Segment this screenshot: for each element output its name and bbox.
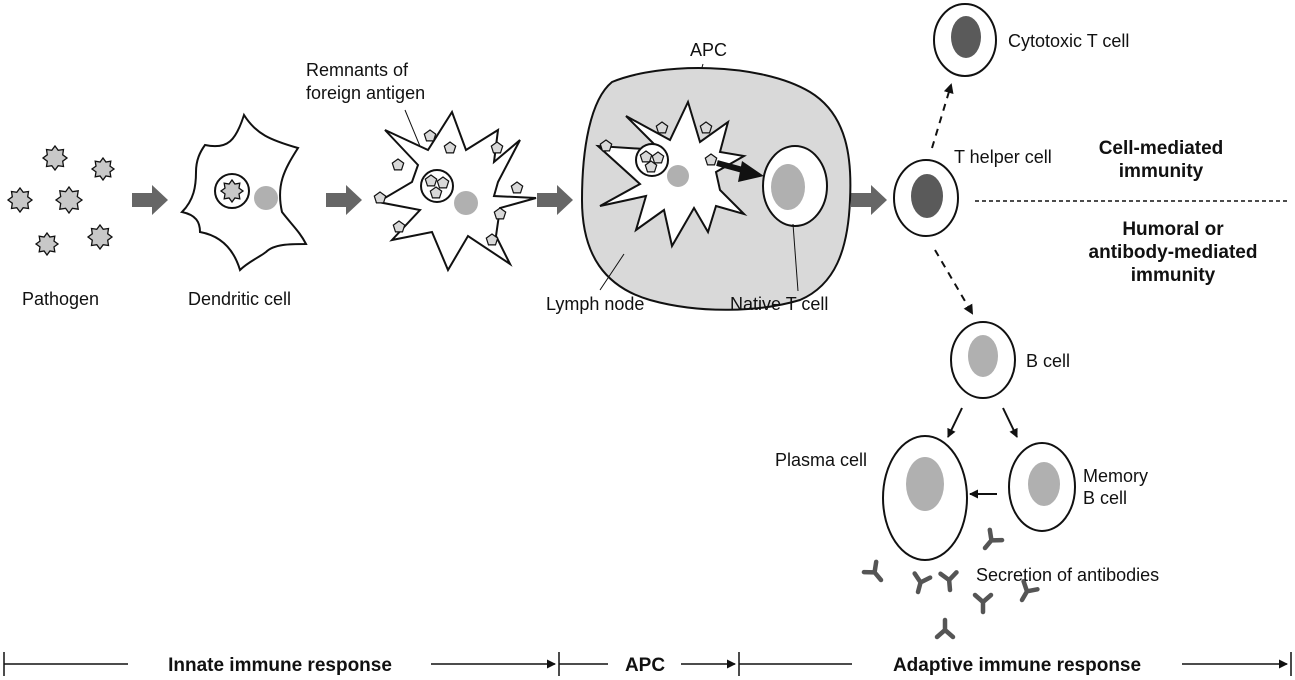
cell-mediated-label-line2: immunity bbox=[1119, 161, 1204, 182]
to-memory-arrow bbox=[1002, 407, 1018, 438]
lymph-node-label: Lymph node bbox=[546, 294, 644, 314]
to-cytotoxic-arrow bbox=[931, 83, 954, 149]
antigen-presenting-dendritic-cell bbox=[373, 109, 537, 273]
pathogen-star bbox=[54, 185, 84, 215]
flow-arrow-1 bbox=[132, 185, 168, 215]
native-t-cell-label: Native T cell bbox=[730, 294, 828, 314]
remnants-label-line1: Remnants of bbox=[306, 60, 409, 80]
pathogen-star bbox=[90, 156, 116, 182]
adaptive-phase-label: Adaptive immune response bbox=[893, 655, 1141, 676]
flow-arrow-2 bbox=[326, 185, 362, 215]
cytotoxic-t-cell-nucleus bbox=[951, 16, 981, 58]
memory-b-cell-label-line2: B cell bbox=[1083, 488, 1127, 508]
humoral-label-line1: Humoral or bbox=[1122, 219, 1224, 240]
pathogen-star bbox=[41, 144, 69, 172]
apc-top-label: APC bbox=[690, 40, 727, 60]
humoral-label-line2: antibody-mediated bbox=[1089, 242, 1258, 263]
flow-arrow-4 bbox=[851, 185, 887, 215]
dendritic-nucleus bbox=[254, 186, 278, 210]
apc-nucleus bbox=[667, 165, 689, 187]
memory-b-cell-nucleus bbox=[1028, 462, 1060, 506]
t-helper-cell-label: T helper cell bbox=[954, 147, 1052, 167]
dendritic-cell-2-body bbox=[375, 109, 537, 273]
dendritic-cell bbox=[179, 112, 308, 272]
pathogen-star bbox=[6, 186, 34, 214]
memory-b-cell-label-line1: Memory bbox=[1083, 466, 1148, 486]
to-plasma-arrow bbox=[947, 407, 963, 438]
lymph-node-pointer-line bbox=[599, 253, 625, 291]
cytotoxic-t-cell-label: Cytotoxic T cell bbox=[1008, 31, 1129, 51]
phase-timeline bbox=[3, 652, 1292, 676]
to-b-cell-arrow bbox=[934, 249, 974, 315]
apc-phase-label: APC bbox=[625, 655, 665, 676]
b-cell-label: B cell bbox=[1026, 351, 1070, 371]
dendritic-cell-label: Dendritic cell bbox=[188, 289, 291, 309]
b-cell-nucleus bbox=[968, 335, 998, 377]
native-t-cell-pointer-line bbox=[792, 223, 799, 292]
cell-mediated-label-line1: Cell-mediated bbox=[1099, 138, 1224, 159]
native-t-cell-nucleus bbox=[771, 164, 805, 210]
presentation-arrowhead bbox=[738, 161, 764, 182]
innate-phase-label: Innate immune response bbox=[168, 655, 392, 676]
pathogen-group bbox=[6, 144, 116, 257]
antibody-secretion-label: Secretion of antibodies bbox=[976, 565, 1159, 585]
plasma-cell-label: Plasma cell bbox=[775, 450, 867, 470]
lymph-node bbox=[580, 67, 852, 311]
engulfed-pathogen-icon bbox=[219, 178, 245, 204]
pathogen-star bbox=[34, 231, 60, 257]
plasma-cell-nucleus bbox=[906, 457, 944, 511]
humoral-label-line3: immunity bbox=[1131, 265, 1216, 286]
flow-arrow-3 bbox=[537, 185, 573, 215]
pathogen-star bbox=[86, 223, 114, 251]
pathogen-label: Pathogen bbox=[22, 289, 99, 309]
t-helper-cell-nucleus bbox=[911, 174, 943, 218]
dendritic-2-nucleus bbox=[454, 191, 478, 215]
remnants-label-line2: foreign antigen bbox=[306, 83, 425, 103]
